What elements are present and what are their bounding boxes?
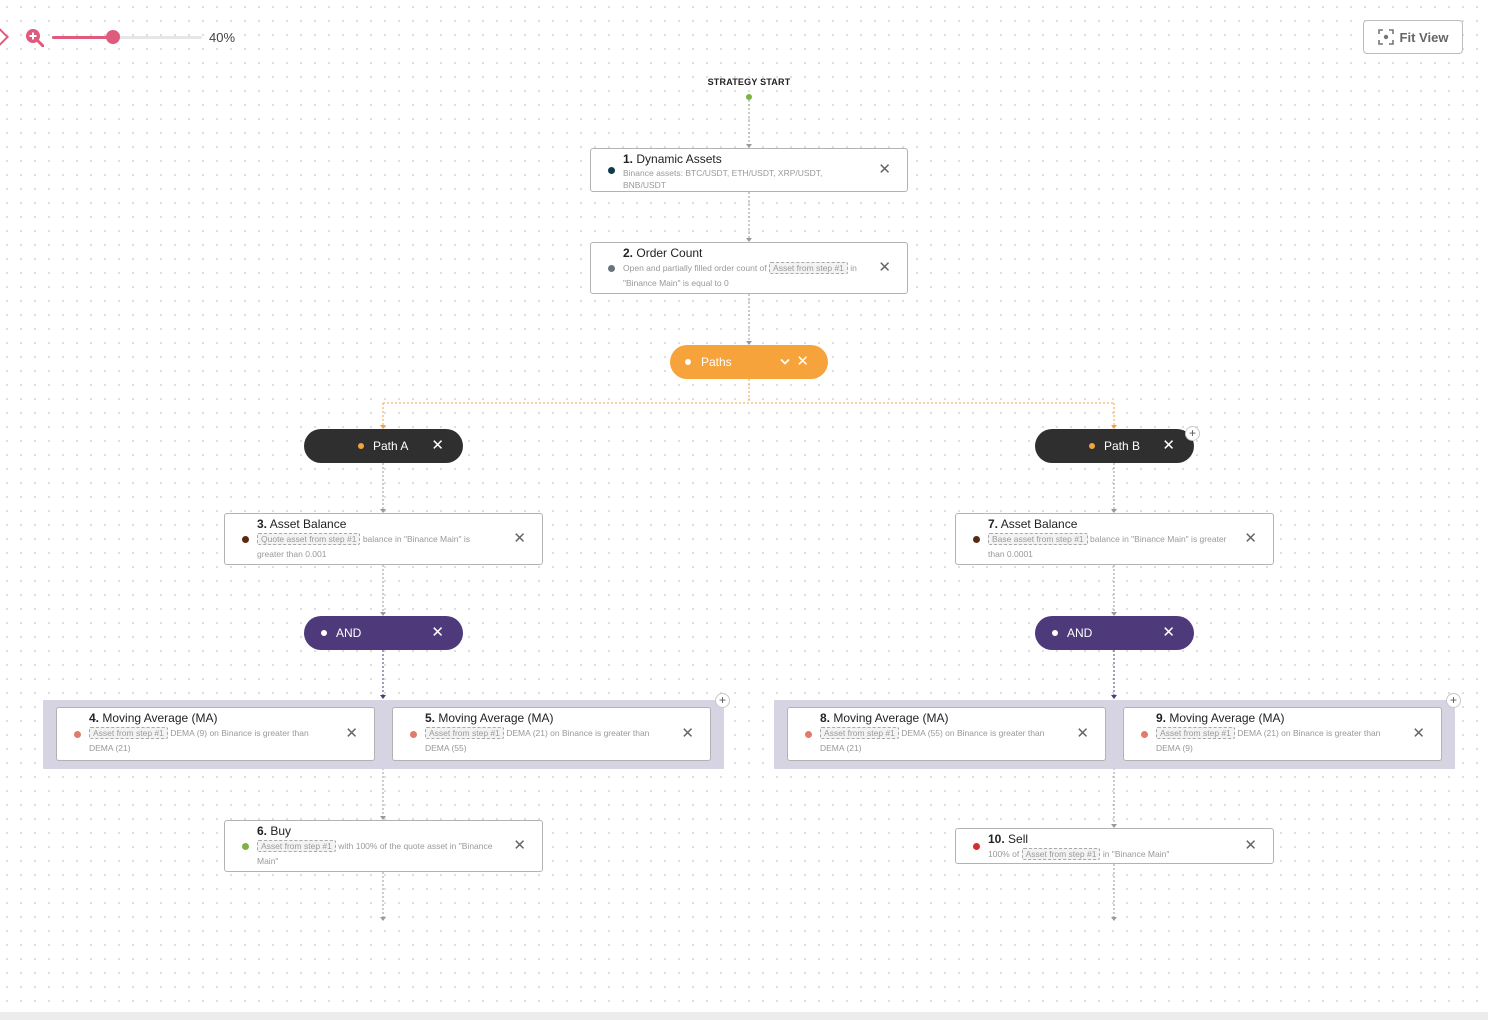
- step-title: 1. Dynamic Assets: [623, 152, 722, 166]
- asset-chip[interactable]: Asset from step #1: [820, 727, 899, 739]
- add-node-plus-icon[interactable]: +: [1185, 426, 1200, 441]
- add-node-plus-icon[interactable]: +: [1446, 693, 1461, 708]
- step-description: Asset from step #1 DEMA (21) on Binance …: [1156, 727, 1381, 753]
- asset-chip[interactable]: Asset from step #1: [1021, 848, 1101, 860]
- path-dot: [358, 443, 364, 449]
- path-b-node[interactable]: Path B ✕: [1035, 429, 1194, 463]
- asset-chip[interactable]: Asset from step #1: [769, 262, 848, 274]
- step-title: 5. Moving Average (MA): [425, 711, 554, 725]
- step-card-asset-balance-quote[interactable]: 3. Asset Balance Quote asset from step #…: [224, 513, 543, 565]
- step-description: Asset from step #1 with 100% of the quot…: [257, 840, 493, 866]
- zoom-slider-thumb[interactable]: [106, 30, 120, 44]
- fit-view-icon: [1377, 29, 1394, 45]
- step-card-sell[interactable]: 10. Sell 100% of Asset from step #1 in "…: [955, 828, 1274, 864]
- step-title: 8. Moving Average (MA): [820, 711, 949, 725]
- zoom-slider-fill: [52, 36, 114, 39]
- step-card-asset-balance-base[interactable]: 7. Asset Balance Base asset from step #1…: [955, 513, 1274, 565]
- step-description: Asset from step #1 DEMA (55) on Binance …: [820, 727, 1045, 753]
- step-status-dot: [242, 843, 249, 850]
- step-description: Asset from step #1 DEMA (9) on Binance i…: [89, 727, 309, 753]
- asset-chip[interactable]: Asset from step #1: [1156, 727, 1235, 739]
- close-icon[interactable]: ✕: [431, 624, 444, 641]
- horizontal-scrollbar[interactable]: [0, 1012, 1488, 1020]
- step-status-dot: [410, 731, 417, 738]
- paths-dot: [685, 359, 691, 365]
- step-description: 100% of Asset from step #1 in "Binance M…: [988, 848, 1170, 860]
- strategy-start-label: STRATEGY START: [707, 77, 791, 87]
- step-status-dot: [973, 536, 980, 543]
- step-status-dot: [242, 536, 249, 543]
- close-icon[interactable]: ✕: [345, 725, 358, 742]
- step-description: Binance assets: BTC/USDT, ETH/USDT, XRP/…: [623, 168, 823, 190]
- close-icon[interactable]: ✕: [796, 353, 809, 370]
- step-status-dot: [973, 843, 980, 850]
- and-label: AND: [336, 626, 362, 640]
- step-card-order-count[interactable]: 2. Order Count Open and partially filled…: [590, 242, 908, 294]
- and-node-right[interactable]: AND ✕: [1035, 616, 1194, 650]
- close-icon[interactable]: ✕: [878, 161, 891, 178]
- step-description: Open and partially filled order count of…: [623, 262, 857, 288]
- and-label: AND: [1067, 626, 1093, 640]
- close-icon[interactable]: ✕: [1244, 837, 1257, 854]
- step-title: 4. Moving Average (MA): [89, 711, 218, 725]
- step-card-moving-average-4[interactable]: 4. Moving Average (MA) Asset from step #…: [56, 707, 375, 761]
- chevron-down-icon[interactable]: [780, 358, 790, 366]
- zoom-percent: 40%: [209, 30, 236, 45]
- step-title: 7. Asset Balance: [988, 517, 1078, 531]
- step-title: 3. Asset Balance: [257, 517, 347, 531]
- and-node-left[interactable]: AND ✕: [304, 616, 463, 650]
- close-icon[interactable]: ✕: [878, 259, 891, 276]
- close-icon[interactable]: ✕: [681, 725, 694, 742]
- paths-label: Paths: [701, 355, 732, 369]
- step-card-buy[interactable]: 6. Buy Asset from step #1 with 100% of t…: [224, 820, 543, 872]
- close-icon[interactable]: ✕: [1412, 725, 1425, 742]
- step-description: Quote asset from step #1 balance in "Bin…: [257, 533, 470, 559]
- step-status-dot: [805, 731, 812, 738]
- step-status-dot: [74, 731, 81, 738]
- path-a-node[interactable]: Path A ✕: [304, 429, 463, 463]
- close-icon[interactable]: ✕: [431, 437, 444, 454]
- path-b-label: Path B: [1104, 439, 1141, 453]
- asset-chip[interactable]: Asset from step #1: [425, 727, 504, 739]
- asset-chip[interactable]: Quote asset from step #1: [257, 533, 361, 545]
- paths-node[interactable]: Paths ✕: [670, 345, 828, 379]
- step-card-moving-average-5[interactable]: 5. Moving Average (MA) Asset from step #…: [392, 707, 711, 761]
- step-description: Asset from step #1 DEMA (21) on Binance …: [425, 727, 650, 753]
- asset-chip[interactable]: Asset from step #1: [89, 727, 168, 739]
- step-status-dot: [1141, 731, 1148, 738]
- and-dot: [1052, 630, 1058, 636]
- and-dot: [321, 630, 327, 636]
- step-title: 6. Buy: [257, 824, 292, 838]
- zoom-slider-track[interactable]: [52, 36, 202, 39]
- step-card-moving-average-9[interactable]: 9. Moving Average (MA) Asset from step #…: [1123, 707, 1442, 761]
- close-icon[interactable]: ✕: [513, 837, 526, 854]
- step-status-dot: [608, 265, 615, 272]
- close-icon[interactable]: ✕: [1076, 725, 1089, 742]
- add-node-plus-icon[interactable]: +: [715, 693, 730, 708]
- close-icon[interactable]: ✕: [1162, 624, 1175, 641]
- asset-chip[interactable]: Base asset from step #1: [988, 533, 1088, 545]
- step-title: 2. Order Count: [623, 246, 703, 260]
- close-icon[interactable]: ✕: [513, 530, 526, 547]
- close-icon[interactable]: ✕: [1162, 437, 1175, 454]
- step-card-dynamic-assets[interactable]: 1. Dynamic Assets Binance assets: BTC/US…: [590, 148, 908, 192]
- zoom-in-icon[interactable]: [24, 27, 44, 47]
- step-title: 9. Moving Average (MA): [1156, 711, 1285, 725]
- fit-view-label: Fit View: [1399, 29, 1449, 45]
- step-description: Base asset from step #1 balance in "Bina…: [988, 533, 1227, 559]
- path-dot: [1089, 443, 1095, 449]
- path-a-label: Path A: [373, 439, 409, 453]
- step-card-moving-average-8[interactable]: 8. Moving Average (MA) Asset from step #…: [787, 707, 1106, 761]
- close-icon[interactable]: ✕: [1244, 530, 1257, 547]
- fit-view-button[interactable]: Fit View: [1363, 20, 1463, 54]
- step-status-dot: [608, 167, 615, 174]
- asset-chip[interactable]: Asset from step #1: [257, 840, 336, 852]
- step-title: 10. Sell: [988, 832, 1029, 846]
